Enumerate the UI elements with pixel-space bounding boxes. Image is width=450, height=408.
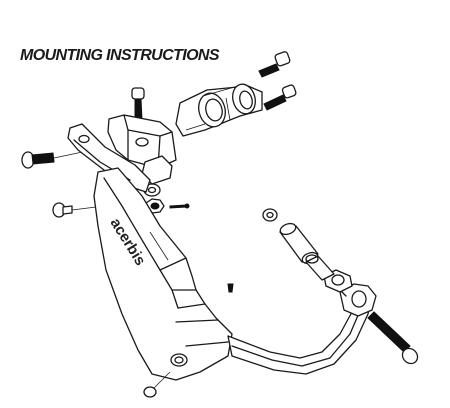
bar-clamp-cap: [175, 83, 263, 137]
handguard-shell: acerbis: [93, 167, 233, 381]
clamp-bolt-upper: [258, 51, 291, 78]
small-pin: [227, 283, 234, 293]
rubber-grommet: [305, 254, 335, 281]
bottom-washer: [143, 371, 171, 398]
small-screw-center: [169, 203, 190, 209]
clamp-bolt-lower: [263, 84, 297, 111]
side-bolt-left: [21, 149, 93, 169]
diagram-title: MOUNTING INSTRUCTIONS: [20, 47, 220, 64]
small-bolt-left: [52, 202, 105, 218]
small-washer-top: [262, 208, 278, 222]
bar-end-clamp: [329, 279, 377, 317]
bar-end-bolt: [367, 311, 419, 365]
mount-bolt-top: [131, 87, 145, 121]
